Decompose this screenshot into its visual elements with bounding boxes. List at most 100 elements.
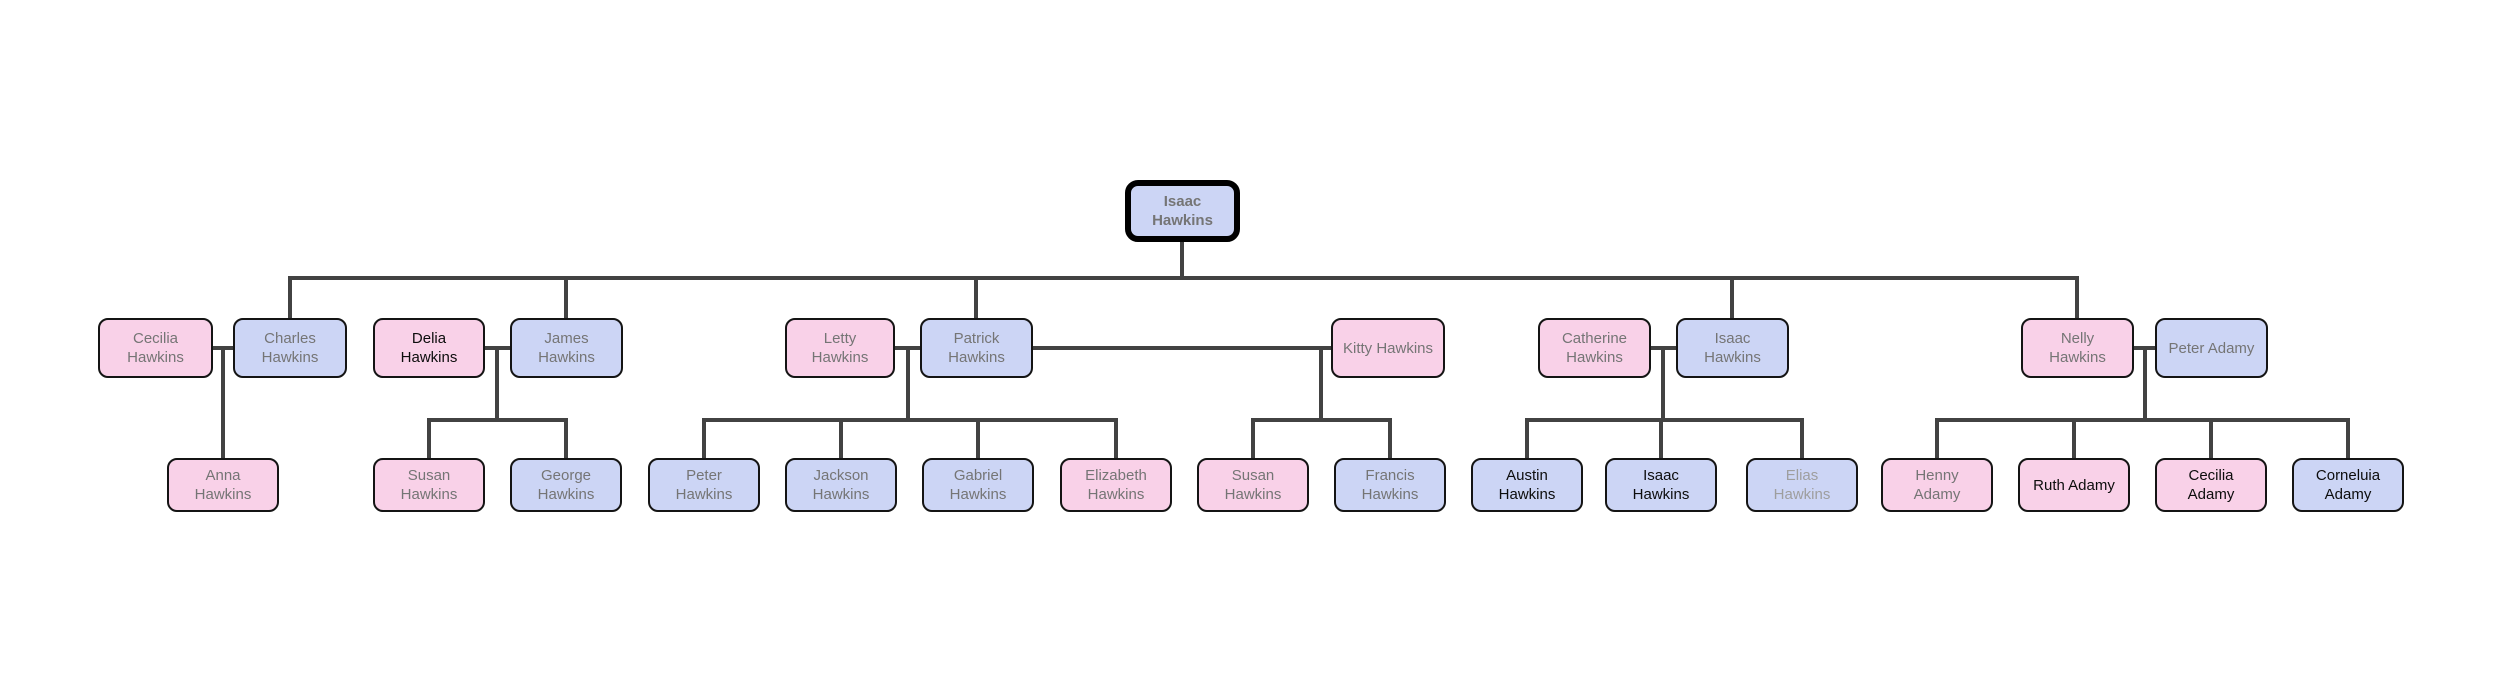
family-connector-line: [2346, 418, 2350, 460]
person-name-line: Hawkins: [948, 349, 1005, 366]
family-connector-line: [1525, 418, 1804, 422]
person-name-line: Hawkins: [1224, 486, 1282, 503]
person-name-line: Hawkins: [1361, 486, 1419, 503]
family-connector-line: [1935, 418, 2350, 422]
family-connector-line: [221, 346, 225, 460]
family-connector-line: [1659, 418, 1663, 460]
person-name-line: Gabriel: [953, 467, 1003, 484]
family-connector-line: [1180, 240, 1184, 280]
person-name-line: Hawkins: [812, 486, 870, 503]
person-name-line: Anna: [205, 467, 241, 484]
person-name-line: Susan: [1231, 467, 1275, 484]
person-name-line: Peter: [686, 467, 722, 484]
person-name-line: Isaac: [1163, 193, 1202, 210]
family-connector-line: [2209, 418, 2213, 460]
person-name-line: Peter Adamy: [2168, 339, 2255, 357]
family-connector-line: [974, 276, 978, 320]
person-name-line: Cecilia: [132, 330, 178, 347]
family-connector-line: [1251, 418, 1255, 460]
person-name-line: Hawkins: [1632, 486, 1690, 503]
family-connector-line: [1800, 418, 1804, 460]
family-connector-line: [2075, 276, 2079, 320]
person-name-line: Delia: [411, 330, 447, 347]
family-connector-line: [976, 418, 980, 460]
family-connector-line: [2143, 346, 2147, 422]
person-name-line: Hawkins: [538, 349, 595, 366]
family-connector-line: [288, 276, 2079, 280]
family-connector-line: [495, 346, 499, 422]
person-name-line: Catherine: [1561, 330, 1628, 347]
person-name-line: Ruth Adamy: [2033, 476, 2115, 494]
person-name-line: Hawkins: [2049, 349, 2106, 366]
person-name-line: Elizabeth: [1085, 467, 1147, 484]
person-name-line: Hawkins: [949, 486, 1007, 503]
person-name-line: Hawkins: [1152, 212, 1213, 229]
person-node-ruth-adamy: Ruth Adamy: [2018, 458, 2130, 512]
person-name-line: Hawkins: [261, 349, 319, 366]
person-node-peter-adamy: Peter Adamy: [2155, 318, 2268, 378]
family-connector-line: [906, 346, 910, 422]
family-connector-line: [1525, 418, 1529, 460]
family-connector-line: [564, 418, 568, 460]
family-connector-line: [702, 418, 1118, 422]
person-name-line: Corneluia: [2315, 467, 2381, 484]
person-name-line: Francis: [1365, 467, 1415, 484]
person-name-line: Hawkins: [1498, 486, 1556, 503]
person-name-line: Kitty Hawkins: [1342, 339, 1434, 357]
family-connector-line: [1730, 276, 1734, 320]
person-name-line: Hawkins: [675, 486, 733, 503]
person-name-line: Nelly: [2060, 330, 2095, 347]
person-name-line: Isaac: [1714, 330, 1751, 347]
person-name-line: James: [544, 330, 589, 347]
person-name-line: Patrick: [953, 330, 1000, 347]
family-connector-line: [427, 418, 431, 460]
family-connector-line: [1388, 418, 1392, 460]
person-name-line: Hawkins: [127, 349, 184, 366]
person-name-line: Hawkins: [400, 486, 458, 503]
person-name-line: Henny: [1915, 467, 1959, 484]
person-name-line: Adamy: [2324, 486, 2372, 503]
family-connector-line: [564, 276, 568, 320]
person-name-line: Elias: [1785, 467, 1819, 484]
family-connector-line: [1319, 346, 1323, 422]
person-node-kitty-hawkins: Kitty Hawkins: [1331, 318, 1445, 378]
family-connector-line: [288, 276, 292, 320]
person-name-line: Letty: [823, 330, 857, 347]
person-name-line: George: [540, 467, 592, 484]
person-name-line: Charles: [264, 330, 316, 347]
family-connector-line: [1031, 346, 1333, 350]
person-name-line: Hawkins: [400, 349, 458, 366]
family-connector-line: [1251, 418, 1392, 422]
person-name-line: Adamy: [2187, 486, 2235, 503]
person-name-line: Austin: [1506, 467, 1548, 484]
family-connector-line: [2072, 418, 2076, 460]
family-connector-line: [1114, 418, 1118, 460]
person-name-line: Hawkins: [194, 486, 252, 503]
family-connector-line: [1661, 346, 1665, 422]
person-name-line: Jackson: [813, 467, 869, 484]
person-name-line: Hawkins: [1773, 486, 1831, 503]
person-name-line: Hawkins: [1566, 349, 1623, 366]
person-name-line: Isaac: [1643, 467, 1679, 484]
